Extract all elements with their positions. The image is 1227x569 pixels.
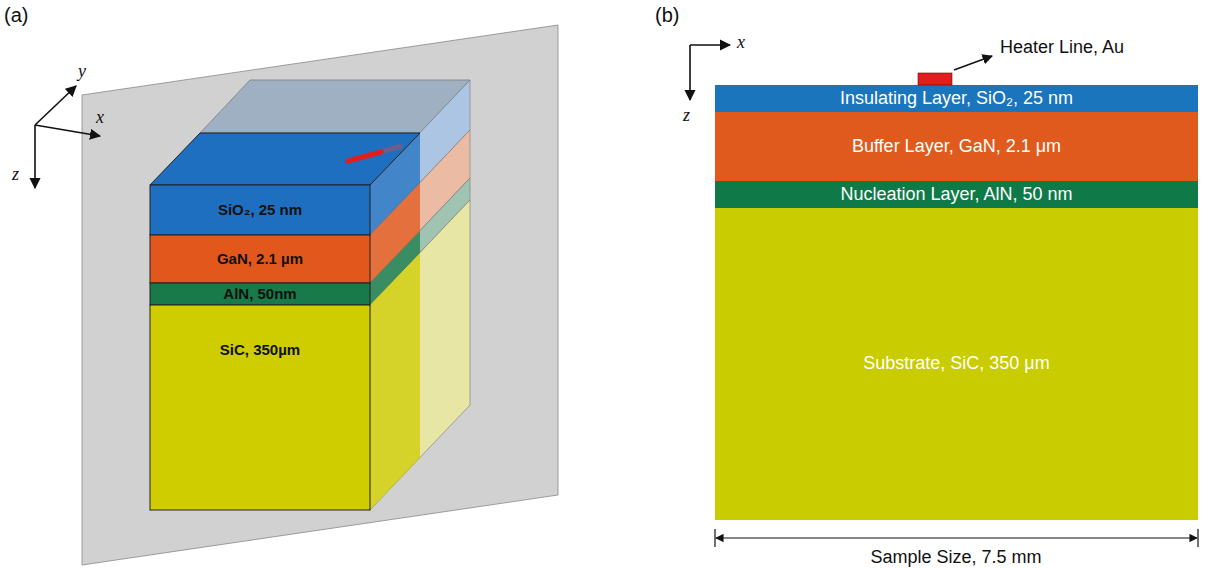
layer-band: [715, 112, 1198, 181]
layer-band: Insulating Layer, SiO₂, 25 nm: [715, 85, 1198, 112]
layer-band: GaN, 2.1 µm: [150, 235, 370, 283]
panel-label: (a): [4, 4, 28, 26]
box-illustration: [82, 25, 558, 565]
axis-arrow: [35, 86, 76, 125]
layer-band: AlN, 50nm: [150, 283, 370, 305]
layer-label: SiO₂, 25 nm: [218, 202, 302, 219]
layer-label: Insulating Layer, SiO₂, 25 nm: [840, 89, 1073, 109]
axis-label: z: [683, 106, 690, 126]
section-plane: [82, 25, 558, 565]
layer-label: GaN, 2.1 µm: [217, 251, 303, 268]
axis-label: z: [12, 165, 19, 185]
cross-section: [690, 45, 1198, 547]
front-face-band: [150, 305, 370, 510]
dimension-tick: [714, 529, 715, 547]
dimension-label: Sample Size, 7.5 mm: [870, 548, 1041, 568]
front-face-band: [150, 185, 370, 235]
layer-label: Nucleation Layer, AlN, 50 nm: [840, 185, 1072, 205]
layer-band: SiO₂, 25 nm: [150, 185, 370, 235]
front-face-band: [150, 283, 370, 305]
axis-label: y: [78, 62, 86, 82]
axis-arrow: [35, 125, 100, 136]
layer-band: Substrate, SiC, 350 μm: [715, 208, 1198, 520]
layer-band: [715, 208, 1198, 520]
layer-band: Nucleation Layer, AlN, 50 nm: [715, 181, 1198, 208]
top-face-front: [150, 133, 420, 185]
right-face-front: [370, 253, 420, 510]
dimension-tick: [1197, 529, 1198, 547]
axis-label: x: [737, 33, 745, 53]
dimension-line: [716, 537, 1197, 538]
leader-line: [954, 56, 992, 70]
layer-label: SiC, 350µm: [220, 342, 300, 359]
axes-a: [35, 86, 100, 188]
axis-arrow: [34, 125, 36, 188]
layer-band: [715, 85, 1198, 112]
panel-label: (b): [655, 4, 679, 26]
layer-band: SiC, 350µm: [150, 305, 370, 395]
callout-label: Heater Line, Au: [1000, 38, 1124, 58]
layer-band: [715, 181, 1198, 208]
layer-band: Buffer Layer, GaN, 2.1 μm: [715, 112, 1198, 181]
axis-label: x: [96, 108, 104, 128]
front-face-band: [150, 235, 370, 283]
layer-label: Substrate, SiC, 350 μm: [863, 354, 1049, 374]
axis-arrow: [689, 45, 691, 100]
layer-label: Buffer Layer, GaN, 2.1 μm: [852, 137, 1061, 157]
axis-arrow: [690, 44, 730, 46]
heater-line: [918, 73, 952, 85]
heater-line: [348, 152, 381, 161]
layer-label: AlN, 50nm: [223, 286, 296, 303]
